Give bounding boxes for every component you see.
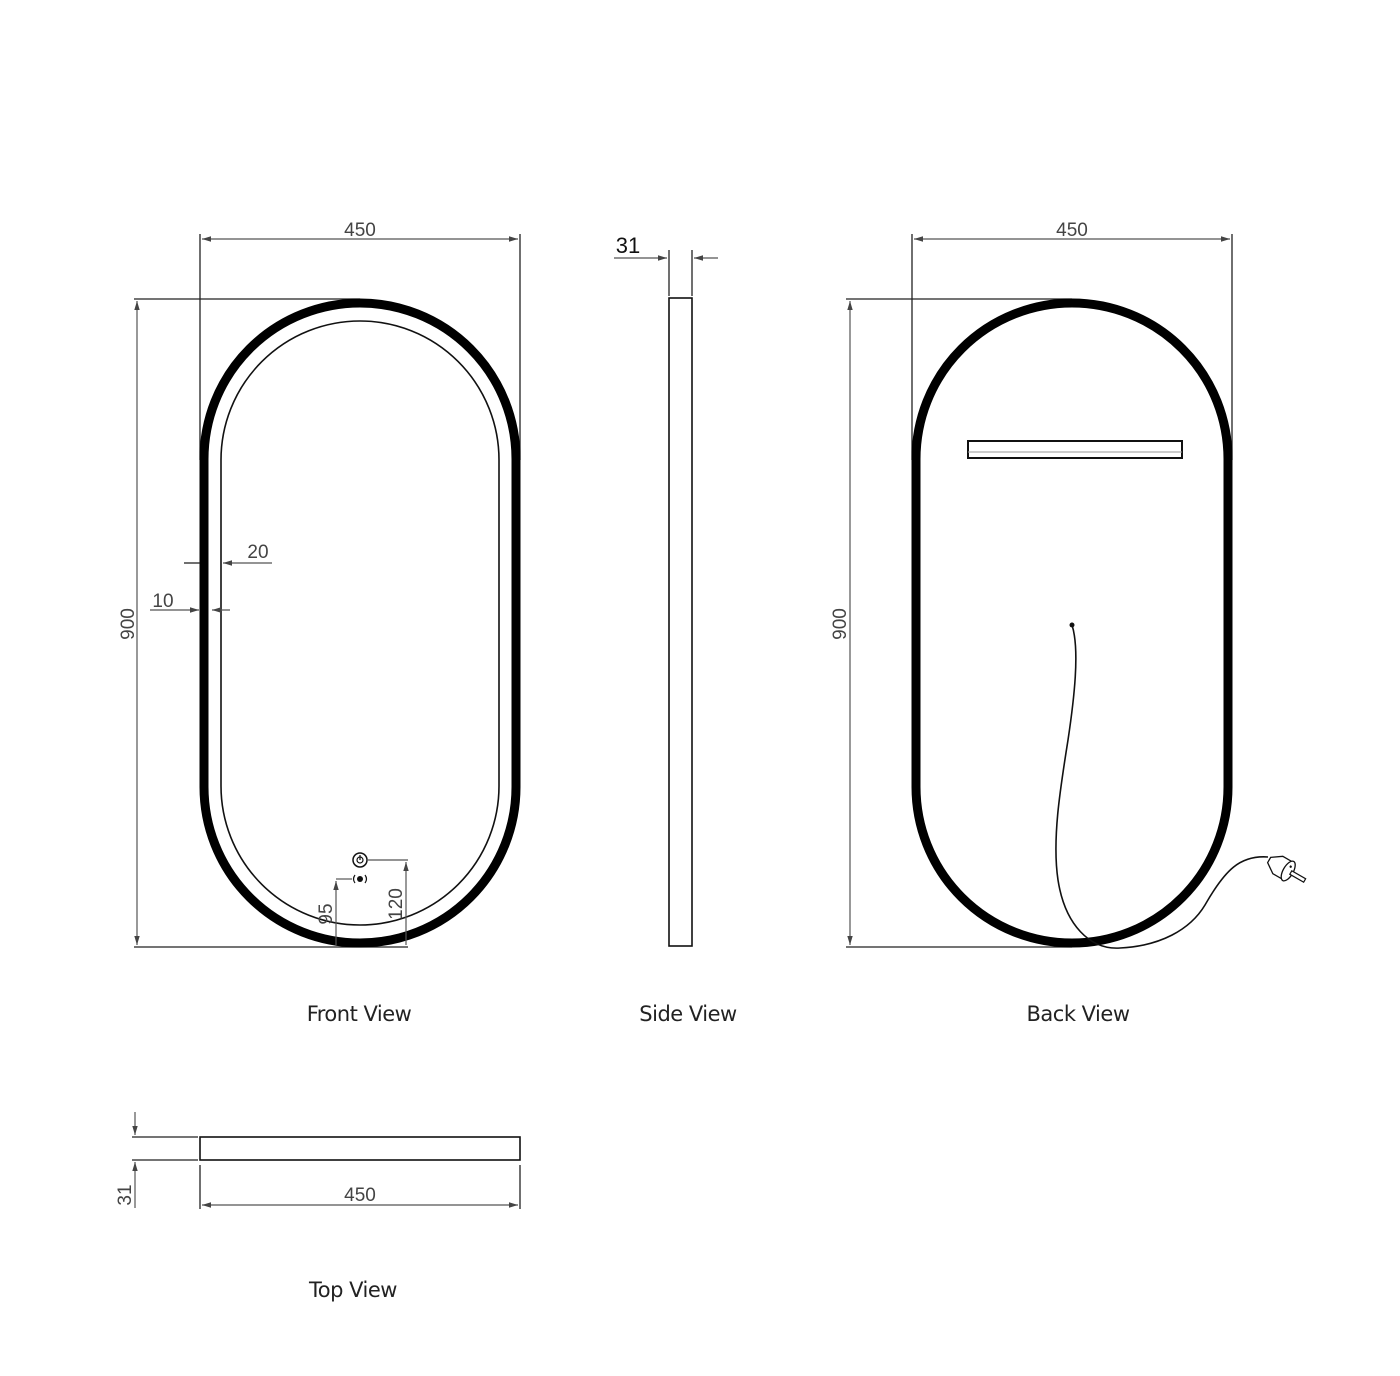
sensor-icon [352, 874, 368, 884]
back-width-dim: 450 [1056, 220, 1088, 241]
side-view: 31 Side View [614, 233, 738, 1026]
front-height-dim: 900 [118, 608, 139, 640]
front-view-label: Front View [307, 1002, 412, 1026]
top-view: 31 450 Top View [115, 1112, 521, 1302]
front-width-dim: 450 [344, 220, 376, 241]
mounting-bracket [967, 440, 1183, 459]
side-view-label: Side View [639, 1002, 737, 1026]
frame-width-dim: 20 [247, 542, 268, 563]
back-height-dim: 900 [830, 608, 851, 640]
top-depth-dim: 31 [115, 1184, 136, 1205]
side-depth-dim: 31 [616, 233, 640, 258]
top-profile [199, 1136, 521, 1161]
back-view: 450 900 Back View [830, 220, 1307, 1026]
mirror-frame [199, 298, 521, 948]
power-cord [1055, 624, 1269, 949]
back-frame [911, 298, 1233, 948]
sensor-offset-dim: 95 [316, 903, 337, 924]
inset-dim: 10 [152, 591, 173, 612]
top-width-dim: 450 [344, 1185, 376, 1206]
side-profile [668, 297, 693, 947]
switch-offset-dim: 120 [386, 888, 407, 920]
front-view: 450 900 20 10 95 [118, 220, 521, 1026]
power-button-icon [352, 852, 368, 868]
led-strip [220, 320, 500, 926]
back-view-label: Back View [1027, 1002, 1130, 1026]
plug-icon [1266, 855, 1307, 884]
top-view-label: Top View [308, 1278, 397, 1302]
